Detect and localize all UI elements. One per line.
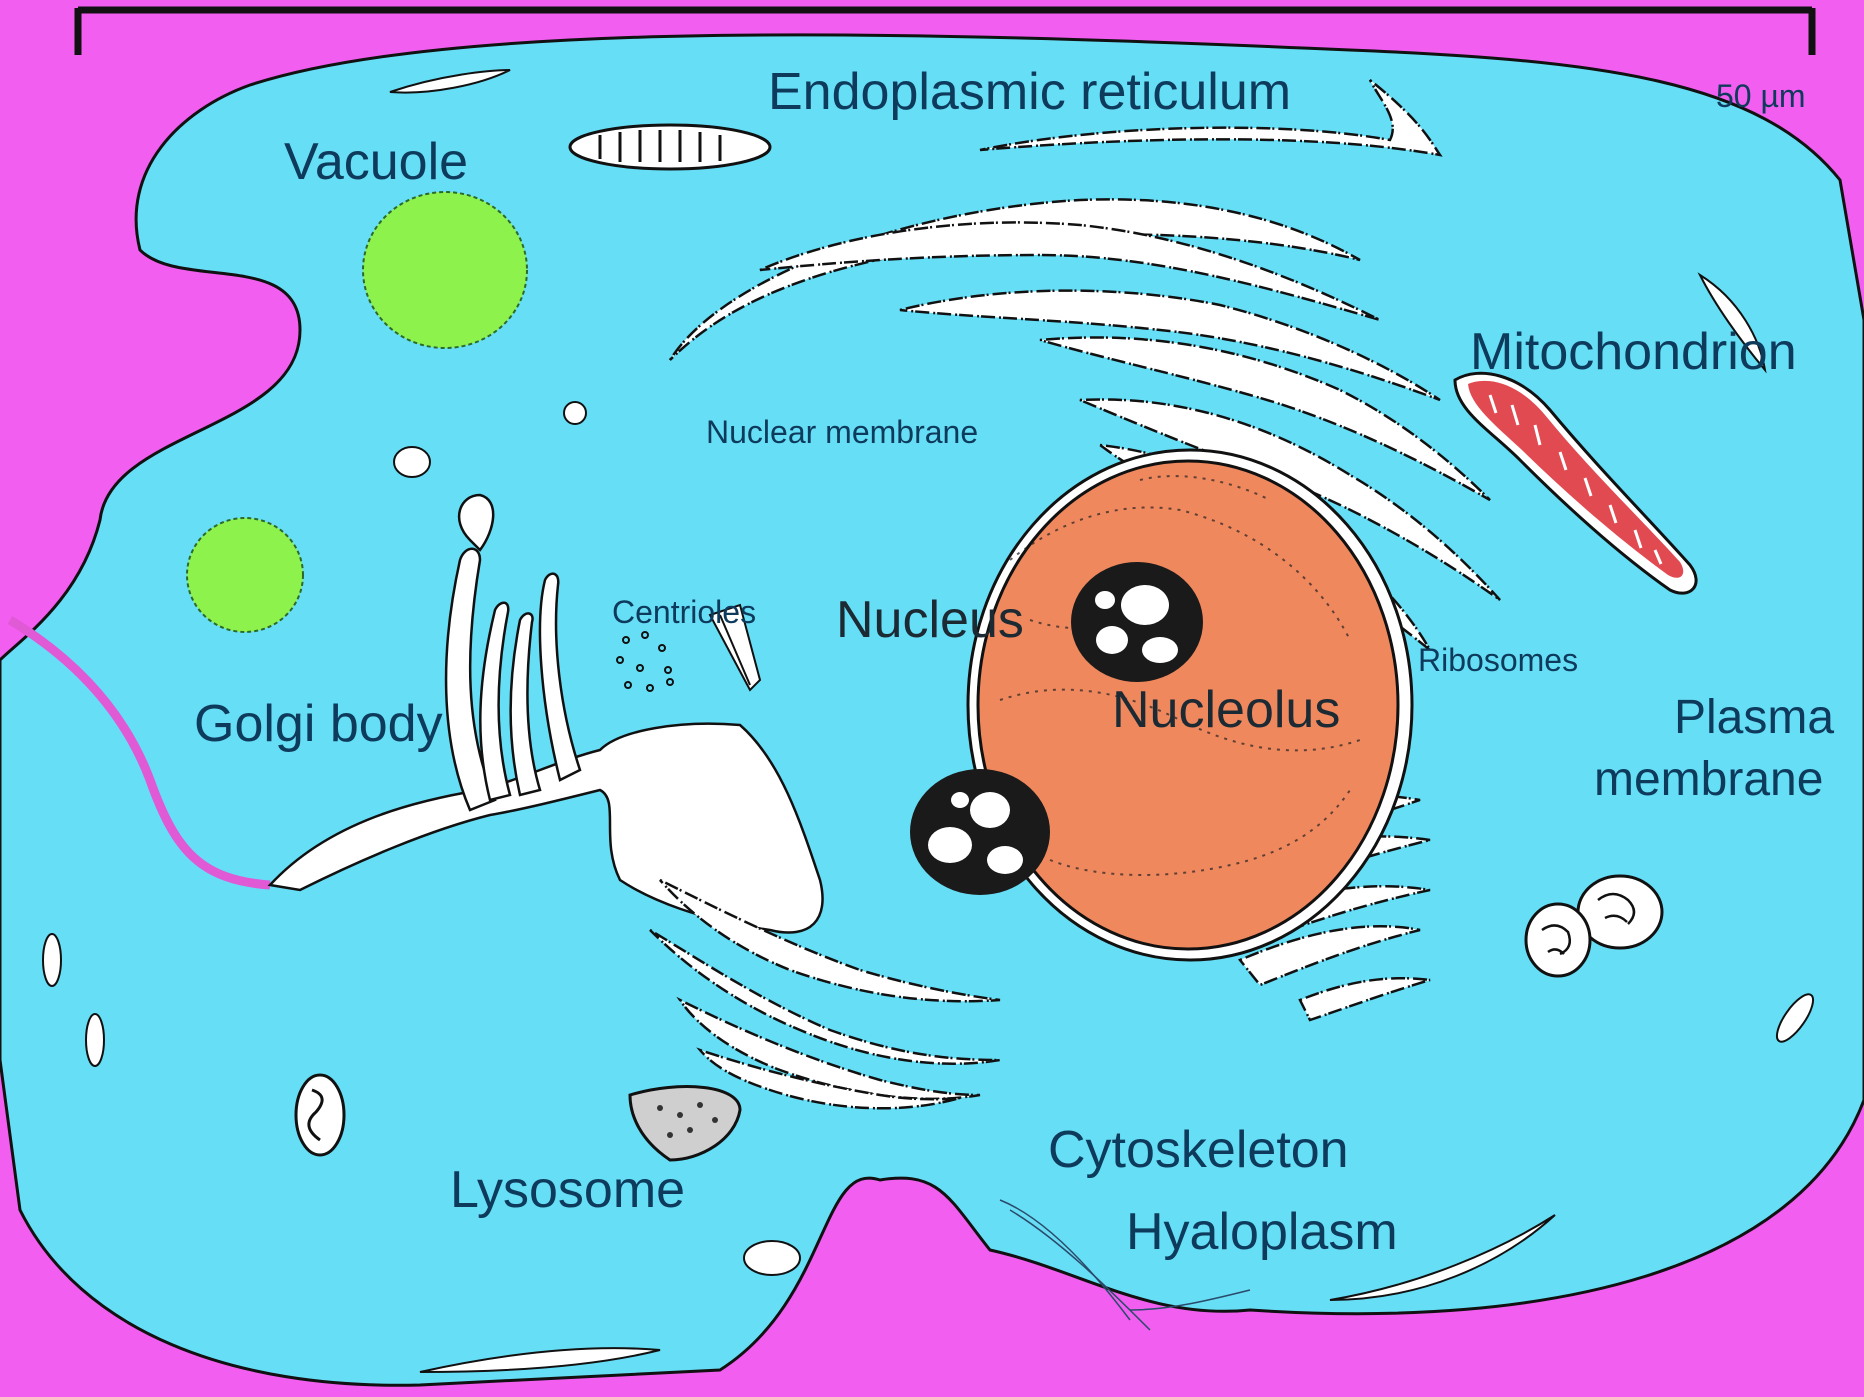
label-ribosomes: Ribosomes — [1418, 642, 1578, 679]
mitochondrion-top — [570, 125, 770, 169]
vesicle — [564, 402, 586, 424]
label-cytoskeleton: Cytoskeleton — [1048, 1120, 1349, 1180]
vesicle — [394, 447, 430, 477]
label-endoplasmic-reticulum: Endoplasmic reticulum — [768, 62, 1291, 122]
label-centrioles: Centrioles — [612, 594, 756, 631]
label-mitochondrion: Mitochondrion — [1470, 322, 1797, 382]
nucleolus-upper — [1071, 562, 1203, 682]
label-nuclear-membrane: Nuclear membrane — [706, 414, 978, 451]
vacuole-large — [363, 192, 527, 348]
label-golgi-body: Golgi body — [194, 694, 443, 754]
nucleolus-lower — [910, 769, 1050, 895]
label-hyaloplasm: Hyaloplasm — [1126, 1202, 1398, 1262]
label-nucleolus: Nucleolus — [1112, 680, 1340, 740]
label-lysosome: Lysosome — [450, 1160, 685, 1220]
label-plasma-membrane-line2: membrane — [1594, 752, 1823, 807]
label-nucleus: Nucleus — [836, 590, 1024, 650]
vesicle — [744, 1241, 800, 1275]
label-plasma-membrane-line1: Plasma — [1674, 690, 1834, 745]
vesicle — [86, 1014, 104, 1066]
vesicle — [43, 934, 61, 986]
vacuole-small — [187, 518, 303, 632]
scale-bar-label: 50 µm — [1716, 78, 1806, 115]
label-vacuole: Vacuole — [284, 132, 468, 192]
small-organelle-left — [296, 1075, 344, 1155]
